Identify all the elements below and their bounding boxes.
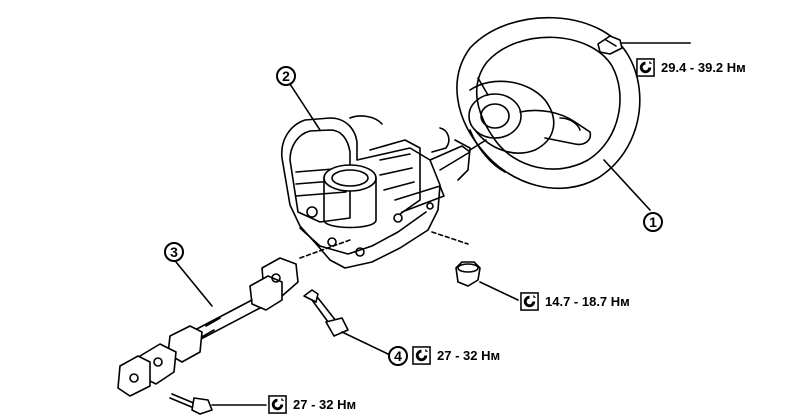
joint-bolt — [303, 289, 389, 355]
torque-label-joint-bolt: 27 - 32 Нм — [412, 346, 500, 365]
torque-wrench-icon — [636, 58, 655, 77]
callout-1: 1 — [643, 212, 663, 232]
shaft-bolt — [169, 393, 267, 415]
torque-value-column-nut: 14.7 - 18.7 Нм — [545, 294, 630, 309]
callout-2: 2 — [276, 66, 296, 86]
torque-label-column-nut: 14.7 - 18.7 Нм — [520, 292, 630, 311]
torque-value-wheel-nut: 29.4 - 39.2 Нм — [661, 60, 746, 75]
torque-wrench-icon — [520, 292, 539, 311]
steering-wheel — [456, 16, 641, 190]
torque-value-joint-bolt: 27 - 32 Нм — [437, 348, 501, 363]
lower-shaft — [117, 257, 299, 397]
wheel-nut — [597, 35, 691, 55]
torque-value-shaft-bolt: 27 - 32 Нм — [293, 397, 357, 412]
leader-line-3 — [175, 261, 213, 307]
torque-wrench-icon — [268, 395, 287, 414]
callout-4: 4 — [388, 346, 408, 366]
callout-3: 3 — [164, 242, 184, 262]
torque-label-wheel-nut: 29.4 - 39.2 Нм — [636, 58, 746, 77]
torque-wrench-icon — [412, 346, 431, 365]
steering-column — [280, 115, 487, 269]
leader-line-2 — [289, 83, 321, 131]
torque-label-shaft-bolt: 27 - 32 Нм — [268, 395, 356, 414]
column-nut — [455, 261, 519, 301]
leader-line-1 — [603, 159, 651, 211]
